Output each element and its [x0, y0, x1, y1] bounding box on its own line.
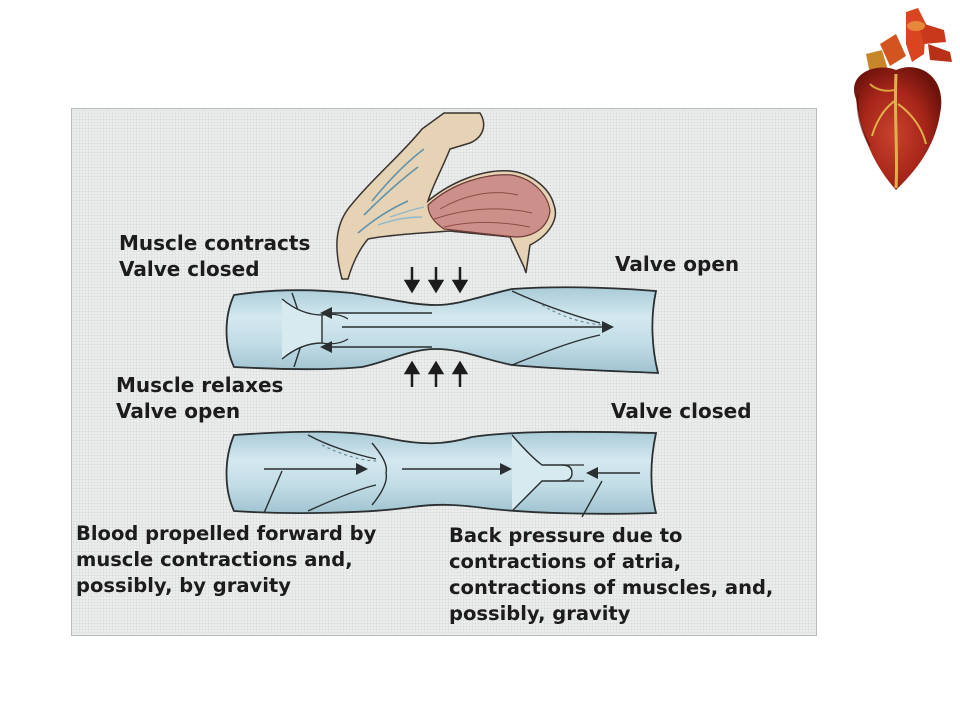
- label-valve-open-mid: Valve open: [116, 399, 241, 423]
- caption-back-line4: possibly, gravity: [449, 602, 631, 625]
- caption-back-line3: contractions of muscles, and,: [449, 576, 774, 599]
- diagram-panel: Muscle contracts Valve closed Valve open…: [71, 108, 817, 636]
- heart-icon: [854, 8, 952, 190]
- flexed-arm-icon: [336, 112, 557, 280]
- up-arrows-icon: [403, 360, 469, 387]
- caption-forward-line1: Blood propelled forward by: [76, 522, 377, 545]
- label-valve-closed-mid: Valve closed: [611, 399, 752, 423]
- caption-back-line2: contractions of atria,: [449, 550, 682, 573]
- down-arrows-icon: [403, 267, 469, 294]
- label-valve-open-top: Valve open: [615, 252, 740, 276]
- label-valve-closed-top: Valve closed: [119, 257, 260, 281]
- label-muscle-contracts: Muscle contracts: [119, 231, 311, 255]
- caption-forward-line3: possibly, by gravity: [76, 574, 291, 597]
- caption-back-line1: Back pressure due to: [449, 524, 683, 547]
- label-muscle-relaxes: Muscle relaxes: [116, 373, 284, 397]
- vein-bottom: [225, 430, 658, 518]
- vein-valve-diagram: [225, 112, 660, 518]
- vein-top: [225, 286, 660, 374]
- caption-forward-line2: muscle contractions and,: [76, 548, 353, 571]
